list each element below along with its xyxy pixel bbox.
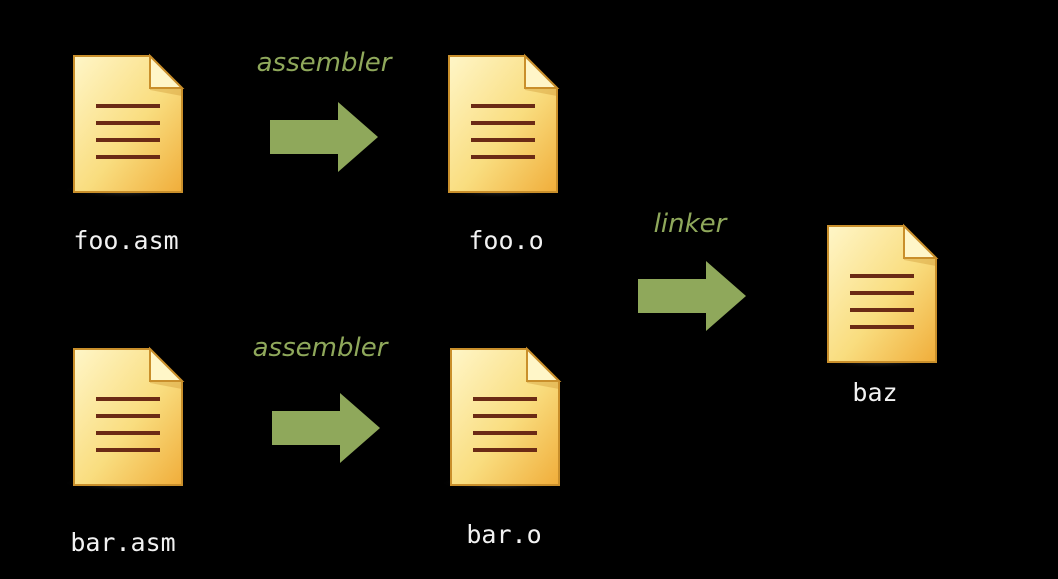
right-arrow-icon bbox=[270, 393, 382, 463]
document-icon bbox=[58, 50, 188, 200]
document-icon bbox=[435, 343, 565, 493]
linker-label: linker bbox=[653, 209, 727, 239]
document-icon bbox=[58, 343, 188, 493]
file-label-baz: baz bbox=[852, 378, 898, 407]
document-icon bbox=[433, 50, 563, 200]
assembler-label-top: assembler bbox=[256, 48, 392, 78]
file-label-foo-asm: foo.asm bbox=[73, 226, 179, 255]
right-arrow-icon bbox=[268, 102, 380, 172]
file-label-bar-asm: bar.asm bbox=[70, 528, 176, 557]
right-arrow-icon bbox=[636, 261, 748, 331]
document-icon bbox=[812, 220, 942, 370]
file-label-bar-o: bar.o bbox=[466, 520, 542, 549]
file-label-foo-o: foo.o bbox=[468, 226, 544, 255]
assembler-label-bottom: assembler bbox=[252, 333, 388, 363]
